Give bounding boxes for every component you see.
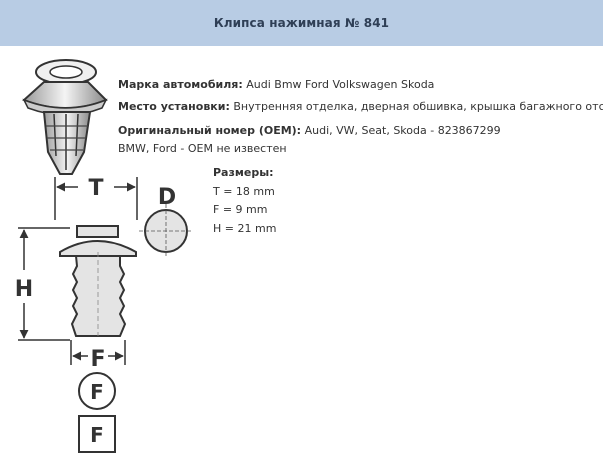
label-f: F [90,347,105,372]
dimensions-heading: Размеры: [213,166,274,179]
label-f-square: F [90,423,104,447]
round-hole-symbol [78,372,116,410]
oem-label: Оригинальный номер (OEM): [118,124,302,137]
dimension-h: H = 21 mm [213,221,277,235]
dimension-t: T = 18 mm [213,184,275,198]
label-h: H [15,277,33,302]
label-d: D [158,185,176,210]
label-t: T [88,176,103,201]
square-hole-symbol [78,415,116,453]
location-label: Место установки: [118,100,230,113]
oem-note: BMW, Ford - OEM не известен [118,142,287,155]
location-row: Место установки: Внутренняя отделка, две… [118,100,603,114]
clip-drawing: T D H F F F [15,176,193,453]
brand-row: Марка автомобиля: Audi Bmw Ford Volkswag… [118,78,434,92]
oem-row: Оригинальный номер (OEM): Audi, VW, Seat… [118,124,501,138]
page-title: Клипса нажимная № 841 [213,16,390,30]
page-header: Клипса нажимная № 841 [0,0,603,46]
clip-body [59,225,137,337]
brand-label: Марка автомобиля: [118,78,243,91]
oem-value: Audi, VW, Seat, Skoda - 823867299 [304,124,501,137]
brand-value: Audi Bmw Ford Volkswagen Skoda [246,78,435,91]
location-value: Внутренняя отделка, дверная обшивка, кры… [233,100,603,113]
clip-photo [22,59,108,175]
label-f-round: F [90,380,104,404]
dimension-f: F = 9 mm [213,203,268,216]
dimensions-block: Размеры: T = 18 mm F = 9 mm H = 21 mm [213,164,276,238]
